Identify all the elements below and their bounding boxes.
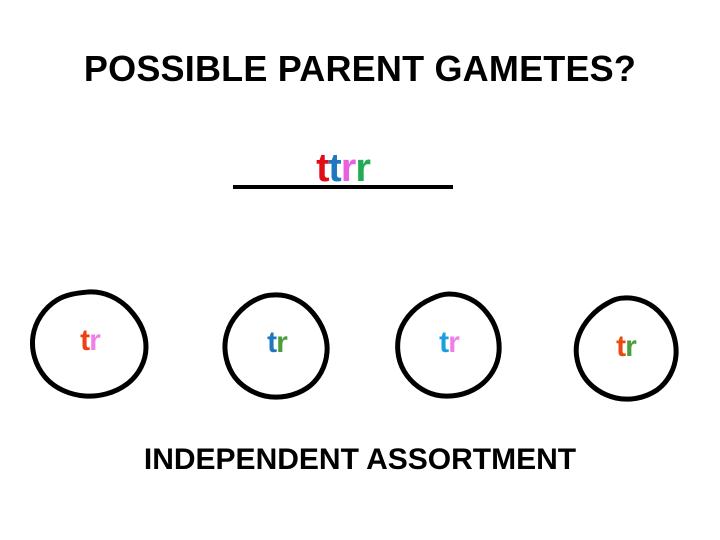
footer-caption: INDEPENDENT ASSORTMENT [143, 443, 577, 476]
gamete-2-alleles: tr [213, 328, 341, 358]
hand-drawn-circle-icon [395, 291, 502, 399]
gamete-circles-row: tr tr tr tr [0, 288, 720, 403]
parent-genotype: ttrr [233, 148, 453, 188]
genotype-letter-1: t [316, 146, 329, 190]
hand-drawn-circle-icon [222, 292, 330, 400]
gamete-3-alleles: tr [385, 328, 513, 358]
genotype-letter-4: r [355, 146, 371, 190]
gamete-2-allele-r: r [276, 326, 288, 359]
genotype-letter-2: t [328, 146, 341, 190]
genotype-underline [233, 185, 453, 189]
genotype-letters: ttrr [233, 148, 453, 188]
gamete-circle-2: tr [213, 290, 341, 402]
gamete-3-allele-r: r [448, 326, 460, 359]
genotype-letter-3: r [340, 146, 357, 190]
gamete-1-alleles: tr [26, 326, 154, 356]
gamete-1-allele-t: t [80, 324, 90, 357]
gamete-2-allele-t: t [267, 326, 277, 359]
gamete-3-allele-t: t [439, 326, 449, 359]
gamete-4-allele-t: t [616, 330, 626, 363]
hand-drawn-circle-icon [573, 295, 679, 402]
gamete-circle-3: tr [385, 290, 513, 402]
gamete-4-alleles: tr [562, 332, 690, 362]
gamete-1-allele-r: r [89, 324, 101, 357]
gamete-circle-1: tr [26, 288, 154, 400]
page-title: POSSIBLE PARENT GAMETES? [83, 48, 637, 89]
gamete-4-allele-r: r [625, 330, 637, 363]
gamete-circle-4: tr [562, 294, 690, 406]
hand-drawn-circle-icon [30, 289, 149, 399]
